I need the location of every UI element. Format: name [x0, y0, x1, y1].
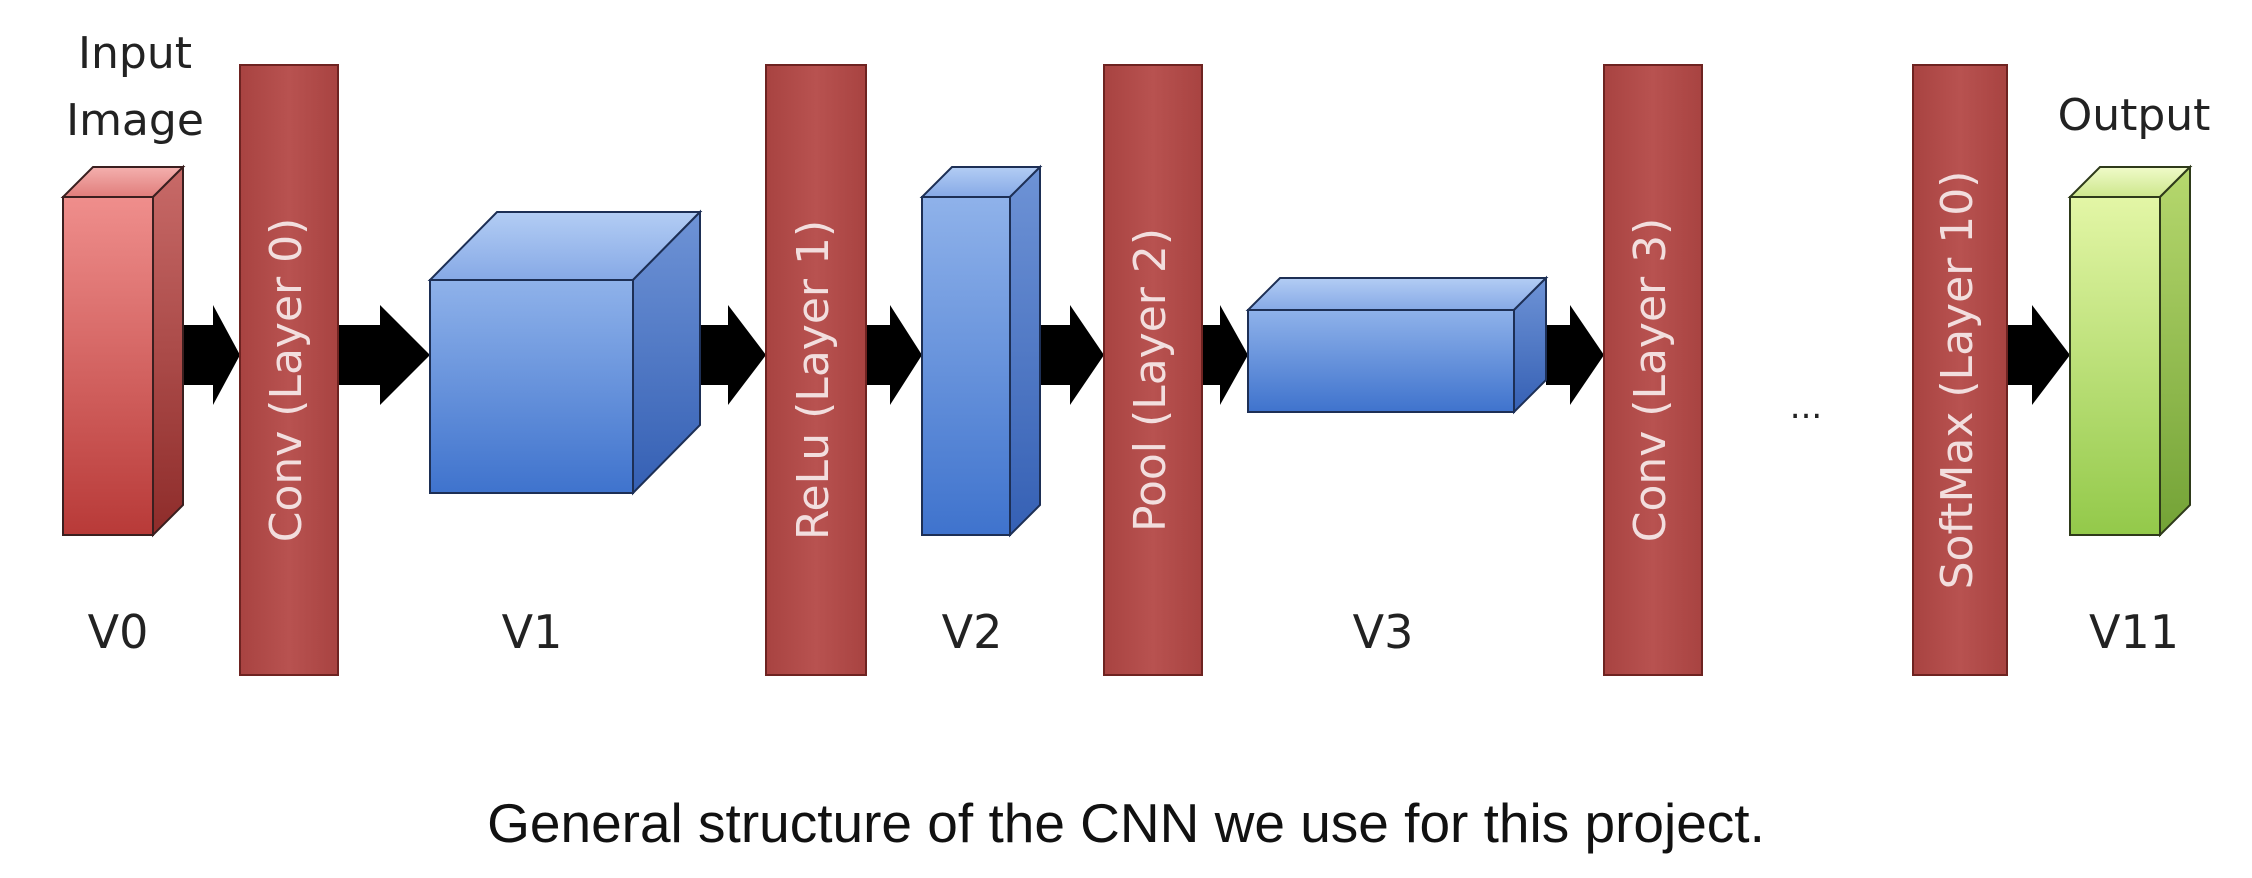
right-arrow-icon	[2007, 305, 2070, 405]
input-label-line1: Input	[78, 28, 192, 79]
volume-label-v3: V3	[1353, 605, 1414, 659]
output-label: Output	[2058, 90, 2211, 141]
volume-label-v2: V2	[942, 605, 1003, 659]
layer-label-pool2: Pool (Layer 2)	[1125, 228, 1176, 532]
ellipsis: ...	[1790, 387, 1822, 427]
diagram-caption: General structure of the CNN we use for …	[487, 792, 1765, 854]
layer-label-relu1: ReLu (Layer 1)	[788, 220, 839, 540]
layer-bar-conv0: Conv (Layer 0)	[239, 64, 339, 676]
input-volume-v0	[60, 164, 186, 538]
right-arrow-icon	[1040, 305, 1104, 405]
volume-v1	[427, 209, 703, 496]
volume-v3	[1245, 275, 1549, 415]
right-arrow-icon	[866, 305, 922, 405]
layer-bar-softmax10: SoftMax (Layer 10)	[1912, 64, 2008, 676]
volume-label-v0: V0	[88, 605, 149, 659]
right-arrow-icon	[338, 305, 430, 405]
layer-bar-relu1: ReLu (Layer 1)	[765, 64, 867, 676]
right-arrow-icon	[1546, 305, 1604, 405]
layer-label-softmax10: SoftMax (Layer 10)	[1932, 171, 1983, 590]
volume-v2	[919, 164, 1043, 538]
volume-label-v1: V1	[502, 605, 563, 659]
layer-label-conv3: Conv (Layer 3)	[1625, 218, 1676, 543]
right-arrow-icon	[1202, 305, 1248, 405]
layer-bar-conv3: Conv (Layer 3)	[1603, 64, 1703, 676]
output-volume-v11	[2067, 164, 2193, 538]
right-arrow-icon	[183, 305, 240, 405]
layer-bar-pool2: Pool (Layer 2)	[1103, 64, 1203, 676]
arrows	[183, 305, 2070, 405]
volume-label-v11: V11	[2089, 605, 2179, 659]
right-arrow-icon	[700, 305, 766, 405]
input-label-line2: Image	[66, 95, 204, 146]
layer-label-conv0: Conv (Layer 0)	[261, 218, 312, 543]
